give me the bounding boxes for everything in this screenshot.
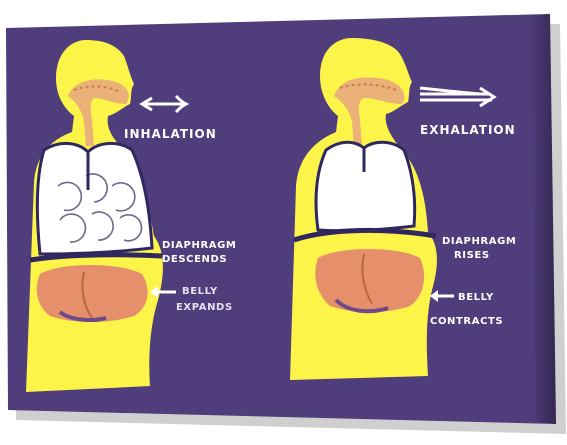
inhalation-diaphragm-label-1: DIAPHRAGM	[162, 240, 236, 252]
exhalation-belly-label-1: BELLY	[458, 292, 494, 304]
inhalation-belly-label-2: EXPANDS	[176, 302, 233, 314]
inhalation-diaphragm-label-2: DESCENDS	[162, 254, 227, 266]
exhalation-diaphragm-label-1: DIAPHRAGM	[442, 236, 516, 248]
inhalation-belly-label-1: BELLY	[182, 286, 218, 298]
exhalation-title: EXHALATION	[420, 124, 516, 136]
inhalation-organs	[37, 265, 148, 322]
exhalation-belly-label-2: CONTRACTS	[430, 316, 503, 328]
exhalation-organs	[315, 249, 424, 312]
exhalation-diaphragm-label-2: RISES	[454, 250, 490, 262]
inhalation-title: INHALATION	[124, 128, 217, 140]
